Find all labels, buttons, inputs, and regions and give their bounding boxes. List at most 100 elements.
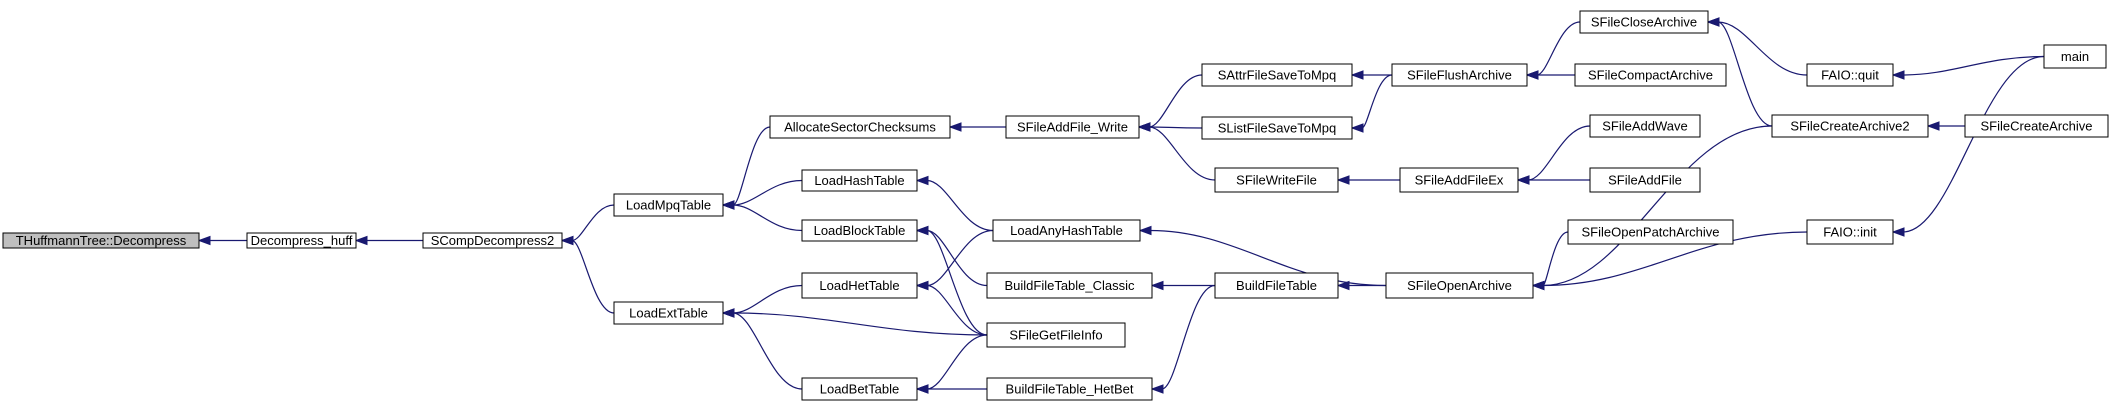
node-label: SFileWriteFile: [1236, 173, 1317, 188]
node-box: [1806, 219, 1894, 245]
node-label: SFileCreateArchive: [1981, 119, 2093, 134]
node-box: [1589, 114, 1701, 138]
node-sfileclosearchive[interactable]: SFileCloseArchive: [1579, 10, 1709, 34]
node-decompress-huff[interactable]: Decompress_huff: [246, 232, 357, 249]
node-sfileaddwave[interactable]: SFileAddWave: [1589, 114, 1701, 138]
call-edge-loadhettable-to-loadexttable: [732, 284, 803, 314]
call-edge-slistfilesavetompq-to-sfileaddfile_write: [1148, 126, 1203, 129]
node-box: [2, 232, 200, 249]
node-label: Decompress_huff: [251, 233, 353, 248]
arrowhead-decompress_huff-to-huff_decompress: [197, 235, 211, 246]
node-box: [801, 169, 918, 192]
call-edge-loadhashtable-to-loadmpqtable: [732, 179, 803, 206]
arrowhead-sfileopenarchive-to-buildfiletable: [1336, 280, 1350, 291]
node-sfileopenarchive[interactable]: SFileOpenArchive: [1385, 272, 1534, 299]
call-edge-sfileclosearchive-to-sfileflusharchive: [1536, 21, 1581, 76]
call-edge-sfileaddwave-to-sfileaddfileex: [1527, 125, 1591, 181]
node-loadmpqtable[interactable]: LoadMpqTable: [613, 193, 724, 217]
node-loadanyhashtable[interactable]: LoadAnyHashTable: [992, 219, 1141, 242]
node-sfilewritefile[interactable]: SFileWriteFile: [1214, 167, 1339, 193]
node-box: [1201, 63, 1353, 87]
call-edge-sfilegetfileinfo-to-loadbettable: [926, 334, 988, 390]
node-box: [613, 193, 724, 217]
node-label: SFileFlushArchive: [1407, 68, 1512, 83]
node-sfileaddfileex[interactable]: SFileAddFileEx: [1399, 167, 1519, 193]
arrowhead-loadbettable-to-loadexttable: [721, 308, 735, 318]
node-sfileaddfile-write[interactable]: SFileAddFile_Write: [1005, 115, 1140, 139]
arrowhead-sfilecreatearchive-to-sfilecreatearchive2: [1926, 121, 1940, 131]
node-loadhashtable[interactable]: LoadHashTable: [801, 169, 918, 192]
node-sattrfilesavetompq[interactable]: SAttrFileSaveToMpq: [1201, 63, 1353, 87]
node-allocatesectorchecksums[interactable]: AllocateSectorChecksums: [769, 115, 951, 139]
node-loadbettable[interactable]: LoadBetTable: [801, 377, 918, 401]
call-edge-sfilecreatearchive2-to-sfileclosearchive: [1717, 21, 1773, 127]
node-label: SFileOpenArchive: [1407, 278, 1512, 293]
node-box: [1385, 272, 1534, 299]
node-label: SFileAddWave: [1602, 119, 1688, 134]
arrowhead-scompdecompress2-to-decompress_huff: [354, 235, 368, 246]
arrowhead-sfileflusharchive-to-sattrfilesavetompq: [1350, 70, 1364, 80]
node-slistfilesavetompq[interactable]: SListFileSaveToMpq: [1201, 116, 1353, 140]
call-edge-loadbettable-to-loadexttable: [732, 312, 803, 390]
node-loadexttable[interactable]: LoadExtTable: [613, 301, 724, 325]
node-loadhettable[interactable]: LoadHetTable: [801, 272, 918, 299]
node-box: [986, 377, 1153, 401]
arrowhead-loadblocktable-to-loadmpqtable: [721, 200, 735, 210]
node-label: SAttrFileSaveToMpq: [1218, 68, 1337, 83]
call-edge-sfileopenpatcharchive-to-sfileopenarchive: [1542, 231, 1569, 287]
arrowhead-sfileopenarchive-to-loadanyhashtable: [1138, 225, 1152, 236]
node-main[interactable]: main: [2043, 44, 2107, 69]
node-sfilecreatearchive[interactable]: SFileCreateArchive: [1964, 114, 2109, 138]
node-label: SFileOpenPatchArchive: [1581, 225, 1719, 240]
node-label: LoadHetTable: [819, 278, 899, 293]
node-sfilegetfileinfo[interactable]: SFileGetFileInfo: [986, 322, 1126, 348]
node-box: [986, 272, 1153, 299]
call-edge-loadanyhashtable-to-loadhettable: [926, 229, 994, 287]
node-scompdecompress2[interactable]: SCompDecompress2: [422, 232, 563, 249]
node-label: FAIO::quit: [1821, 68, 1879, 83]
node-faio-quit[interactable]: FAIO::quit: [1806, 63, 1894, 87]
call-edge-faio_init-to-sfileopenarchive: [1542, 231, 1808, 287]
node-label: SFileGetFileInfo: [1009, 328, 1102, 343]
call-edge-loadanyhashtable-to-loadhashtable: [926, 179, 994, 232]
node-box: [1399, 167, 1519, 193]
node-box: [1579, 10, 1709, 34]
node-loadblocktable[interactable]: LoadBlockTable: [801, 219, 918, 242]
node-label: SFileAddFileEx: [1415, 173, 1504, 188]
node-box: [1806, 63, 1894, 87]
node-sfileopenpatcharchive[interactable]: SFileOpenPatchArchive: [1567, 219, 1734, 245]
node-buildfiletable-hetbet[interactable]: BuildFileTable_HetBet: [986, 377, 1153, 401]
arrowhead-loadexttable-to-scompdecompress2: [560, 235, 574, 246]
node-label: LoadBlockTable: [814, 223, 906, 238]
call-edge-sfileopenarchive-to-loadanyhashtable: [1149, 229, 1387, 287]
node-label: BuildFileTable: [1236, 278, 1317, 293]
node-box: [1574, 63, 1727, 87]
node-box: [2043, 44, 2107, 69]
arrowhead-sfileaddfileex-to-sfilewritefile: [1336, 175, 1350, 185]
call-edge-loadblocktable-to-loadmpqtable: [732, 204, 803, 232]
node-label: BuildFileTable_HetBet: [1006, 382, 1134, 397]
node-sfileaddfile[interactable]: SFileAddFile: [1589, 167, 1701, 193]
node-buildfiletable[interactable]: BuildFileTable: [1214, 272, 1339, 299]
node-sfilecreatearchive2[interactable]: SFileCreateArchive2: [1771, 114, 1929, 138]
node-label: SFileAddFile: [1608, 173, 1682, 188]
node-sfileflusharchive[interactable]: SFileFlushArchive: [1391, 63, 1528, 87]
arrowhead-sfileaddfile_write-to-allocatesectorchecksums: [948, 122, 962, 132]
node-label: SFileCreateArchive2: [1790, 119, 1909, 134]
node-box: [1964, 114, 2109, 138]
node-box: [992, 219, 1141, 242]
call-edge-loadmpqtable-to-scompdecompress2: [571, 204, 615, 242]
node-huff-decompress: THuffmannTree::Decompress: [2, 232, 200, 249]
call-edge-main-to-faio_quit: [1902, 55, 2045, 76]
node-faio-init[interactable]: FAIO::init: [1806, 219, 1894, 245]
node-sfilecompactarchive[interactable]: SFileCompactArchive: [1574, 63, 1727, 87]
node-box: [246, 232, 357, 249]
call-edge-buildfiletable_classic-to-loadblocktable: [926, 229, 988, 287]
arrowhead-main-to-faio_quit: [1891, 70, 1905, 80]
call-edge-loadexttable-to-scompdecompress2: [571, 239, 615, 314]
node-buildfiletable-classic[interactable]: BuildFileTable_Classic: [986, 272, 1153, 299]
node-box: [1567, 219, 1734, 245]
node-label: FAIO::init: [1823, 225, 1877, 240]
node-box: [1214, 272, 1339, 299]
arrowhead-sfileflusharchive-to-slistfilesavetompq: [1350, 123, 1364, 133]
